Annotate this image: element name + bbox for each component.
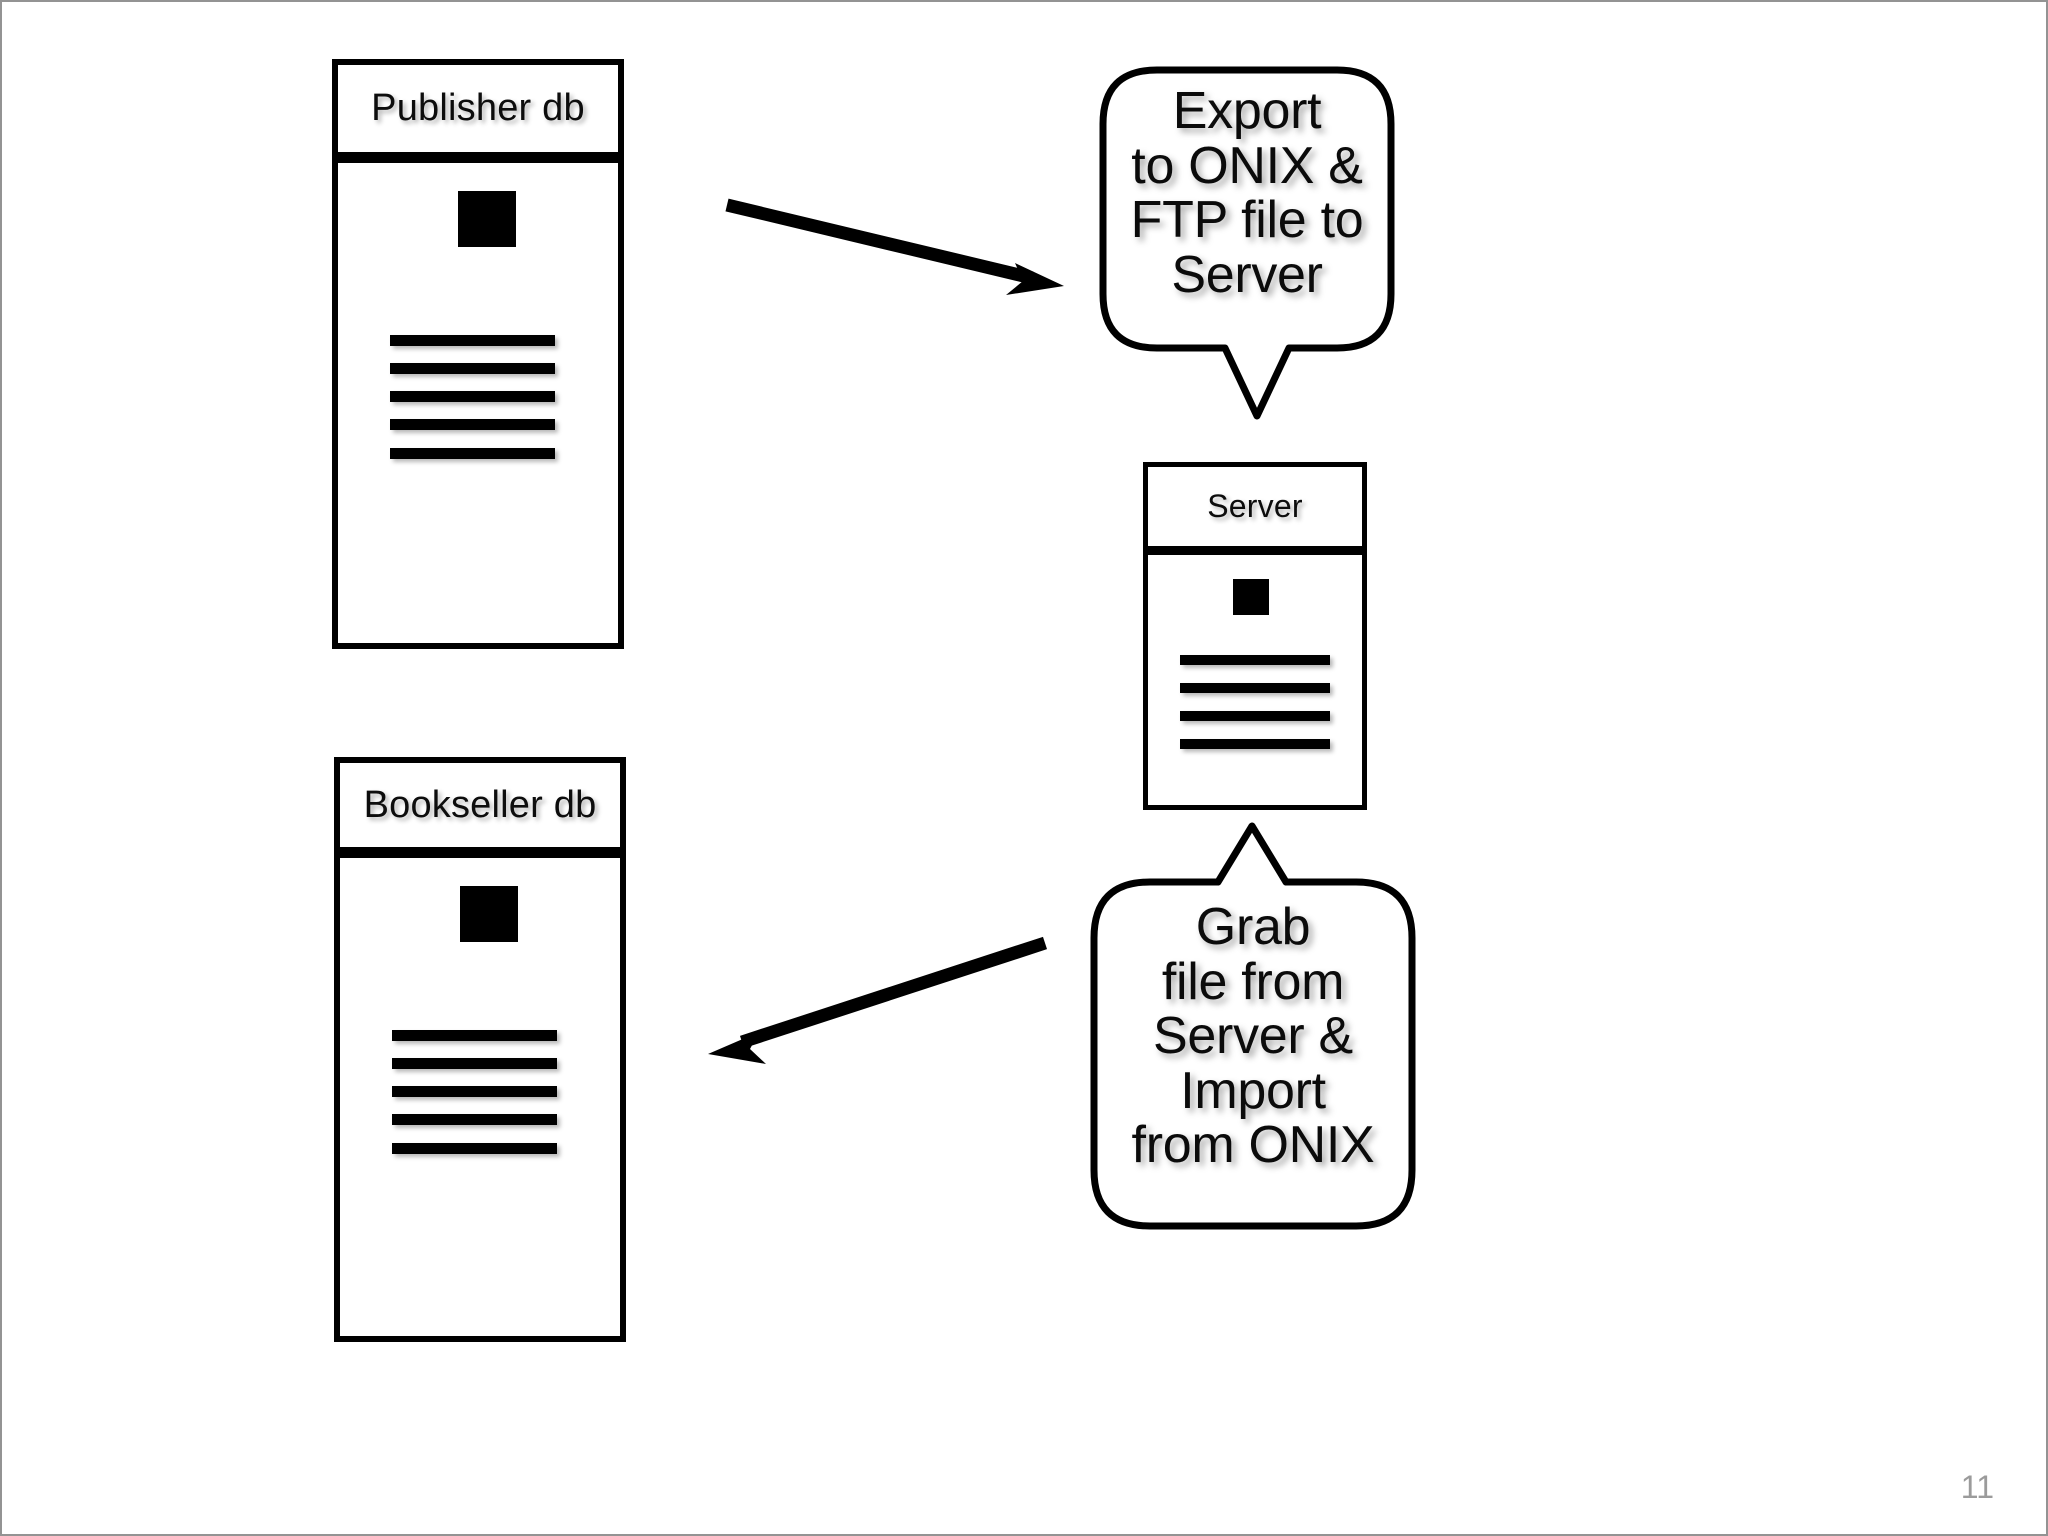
bookseller-db-text-line <box>392 1143 557 1154</box>
server-body <box>1148 555 1362 801</box>
bookseller-db-text-line <box>392 1114 557 1125</box>
bookseller-db-text-line <box>392 1030 557 1041</box>
server-text-line <box>1180 683 1330 693</box>
bookseller-db-panel[interactable]: Bookseller db <box>334 757 626 1342</box>
publisher-db-text-line <box>390 419 555 430</box>
publisher-db-image-placeholder-icon <box>458 191 516 247</box>
server-image-placeholder-icon <box>1233 579 1269 615</box>
connector-grab-to-bookseller <box>708 936 1048 1064</box>
server-panel[interactable]: Server <box>1143 462 1367 810</box>
publisher-db-text-line <box>390 335 555 346</box>
grab-callout-text: Grab file from Server & Import from ONIX <box>1131 898 1375 1175</box>
publisher-db-text-line <box>390 448 555 459</box>
publisher-db-title: Publisher db <box>371 87 585 129</box>
server-text-line <box>1180 655 1330 665</box>
export-callout-shape <box>1099 66 1395 420</box>
server-text-line <box>1180 739 1330 749</box>
bookseller-db-text-line <box>392 1058 557 1069</box>
bookseller-db-header: Bookseller db <box>340 763 620 858</box>
export-callout[interactable]: Export to ONIX & FTP file to Server <box>1097 64 1397 424</box>
bookseller-db-text-line <box>392 1086 557 1097</box>
publisher-db-panel[interactable]: Publisher db <box>332 59 624 649</box>
export-callout-text: Export to ONIX & FTP file to Server <box>1130 82 1364 304</box>
grab-callout[interactable]: Grab file from Server & Import from ONIX <box>1088 820 1418 1232</box>
bookseller-db-image-placeholder-icon <box>460 886 518 942</box>
publisher-db-text-line <box>390 363 555 374</box>
publisher-db-header: Publisher db <box>338 65 618 163</box>
server-text-line <box>1180 711 1330 721</box>
bookseller-db-title: Bookseller db <box>363 783 597 826</box>
server-title: Server <box>1207 488 1303 524</box>
grab-callout-shape <box>1090 822 1416 1230</box>
bookseller-db-body <box>340 858 620 1336</box>
publisher-db-body <box>338 163 618 643</box>
connector-publisher-to-export <box>725 198 1064 295</box>
server-header: Server <box>1148 467 1362 555</box>
page-number: 11 <box>1960 1469 1994 1505</box>
publisher-db-text-line <box>390 391 555 402</box>
